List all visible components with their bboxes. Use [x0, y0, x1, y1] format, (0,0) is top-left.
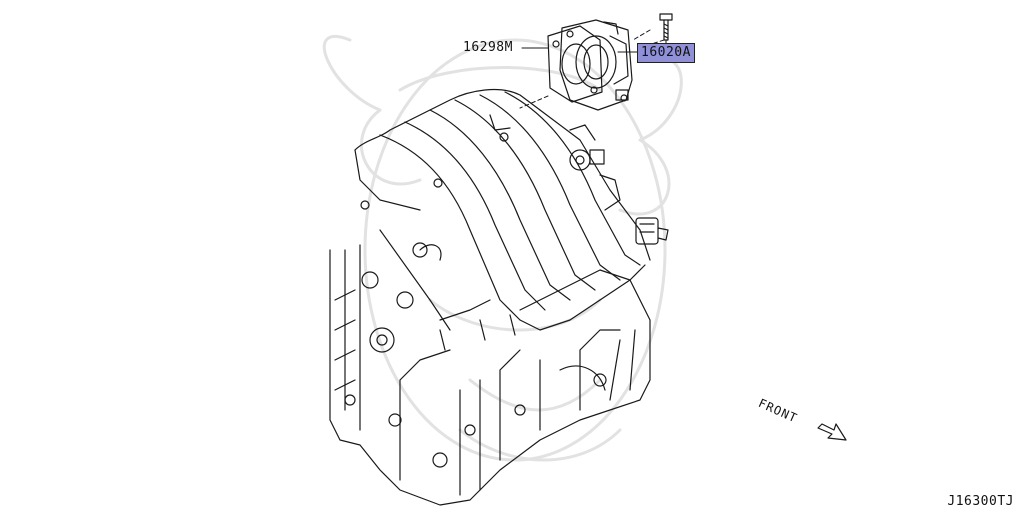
bolt [659, 13, 673, 41]
callout-throttle-gasket[interactable]: 16298M [463, 40, 513, 55]
manifold-sensor [635, 217, 669, 245]
throttle-chamber [559, 19, 633, 111]
engine-block [329, 229, 651, 506]
throttle-gasket [547, 25, 603, 103]
callout-throttle-chamber[interactable]: 16020A [637, 43, 695, 63]
intake-manifold [354, 89, 651, 351]
front-arrow-icon [817, 423, 847, 441]
watermark-emblem [322, 35, 683, 462]
diagram-code: J16300TJ [947, 494, 1014, 509]
